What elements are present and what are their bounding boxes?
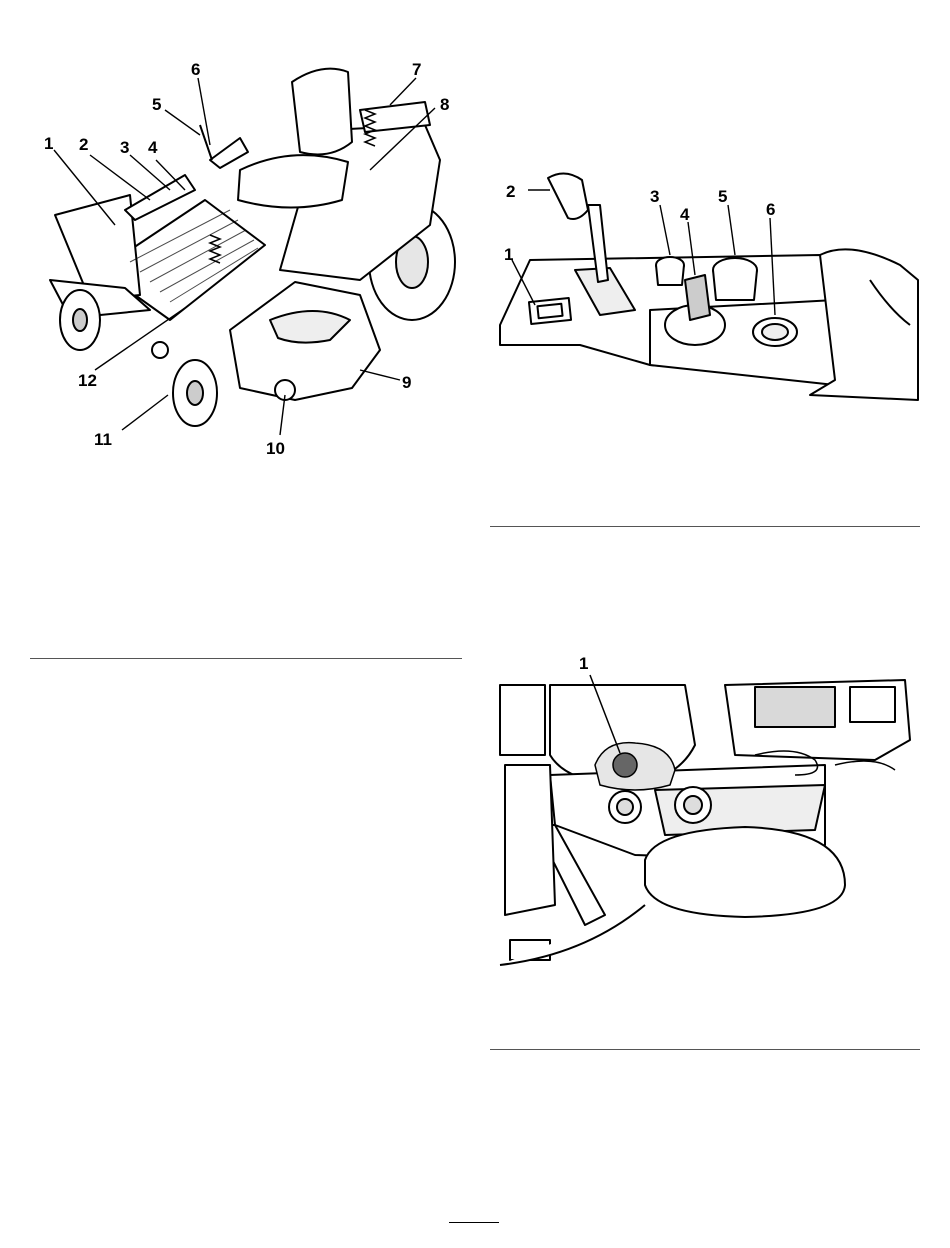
engine-area-figure: 1 <box>495 645 920 975</box>
callout-6: 6 <box>191 60 200 79</box>
callout-2: 2 <box>506 182 515 201</box>
callout-1: 1 <box>579 654 588 673</box>
callout-1: 1 <box>44 134 53 153</box>
callout-3: 3 <box>650 187 659 206</box>
callout-6: 6 <box>766 200 775 219</box>
callout-5: 5 <box>152 95 161 114</box>
seat <box>292 69 352 155</box>
callout-8: 8 <box>440 95 449 114</box>
callout-3: 3 <box>120 138 129 157</box>
callout-4: 4 <box>680 205 690 224</box>
control-panel-figure: 1 2 3 4 5 6 <box>490 160 920 410</box>
callout-9: 9 <box>402 373 411 392</box>
callout-1: 1 <box>504 245 513 264</box>
engine-grille <box>755 687 835 727</box>
page-number-rule <box>449 1222 499 1223</box>
callout-2: 2 <box>79 135 88 154</box>
callout-11: 11 <box>94 430 112 449</box>
callout-7: 7 <box>412 60 421 79</box>
callout-4: 4 <box>148 138 158 157</box>
callout-12: 12 <box>78 371 97 390</box>
figure-divider-right-2 <box>490 1049 920 1050</box>
mower-overview-figure: 1 2 3 4 5 6 7 8 9 10 11 12 <box>30 50 460 470</box>
callout-10: 10 <box>266 439 285 458</box>
rear-wheel <box>645 827 845 917</box>
highlighted-knob <box>613 753 637 777</box>
figure-divider-left <box>30 658 462 659</box>
callout-5: 5 <box>718 187 727 206</box>
figure-divider-right-1 <box>490 526 920 527</box>
